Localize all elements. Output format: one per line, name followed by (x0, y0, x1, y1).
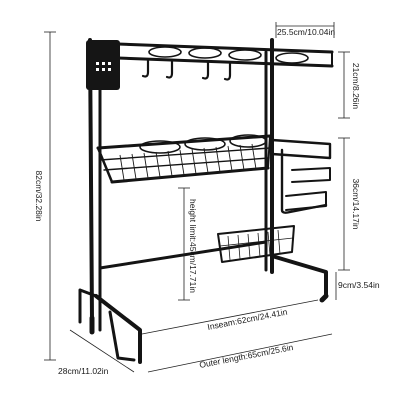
foot-height-label: 9cm/3.54in (338, 280, 380, 290)
rack-base (78, 240, 329, 364)
dish-basket (96, 134, 272, 184)
shelf-gap-label: 21cm/8.26in (351, 63, 361, 110)
outer-length-label: Outer length:65cm/25.6in (198, 342, 294, 370)
inseam-label: Inseam:62cm/24.41in (206, 307, 288, 332)
total-height-label: 82cm/32.28in (34, 170, 44, 221)
dimension-lines (44, 22, 350, 373)
height-limit-label: height limit:45cm/17.71in (188, 199, 198, 293)
cutlery-holder (86, 40, 120, 90)
utensil-hooks (141, 58, 232, 81)
dimension-labels: 25.5cm/10.04in 21cm/8.26in 82cm/32.28in … (34, 27, 380, 376)
side-height-label: 36cm/14.17in (351, 178, 361, 229)
top-width-label: 25.5cm/10.04in (277, 27, 335, 37)
depth-label: 28cm/11.02in (58, 366, 109, 376)
dish-rack-illustration (78, 38, 334, 364)
top-shelf (116, 42, 334, 68)
side-holder (270, 138, 332, 214)
